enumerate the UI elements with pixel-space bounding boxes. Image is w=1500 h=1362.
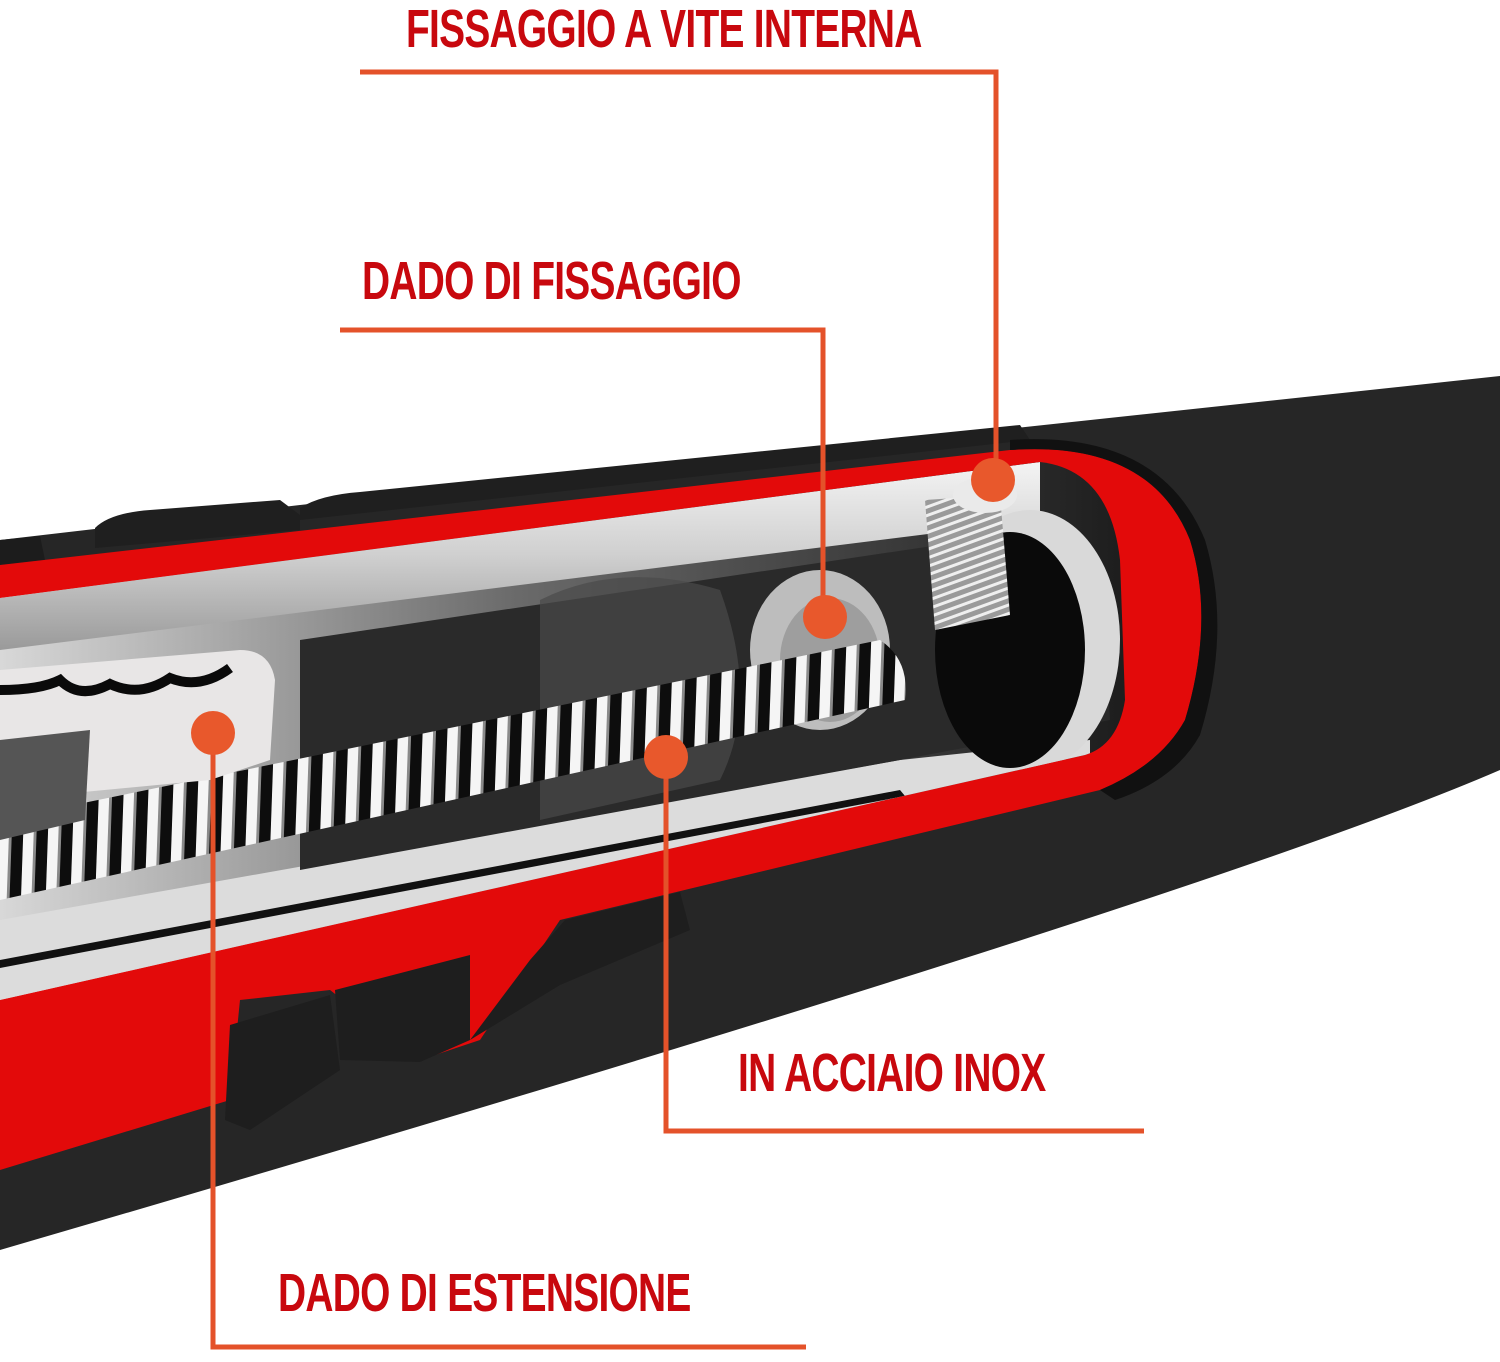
label-fixing-nut: DADO DI FISSAGGIO bbox=[362, 251, 741, 311]
callout-dot-fixing-nut bbox=[803, 595, 847, 639]
label-extension-nut: DADO DI ESTENSIONE bbox=[278, 1263, 691, 1323]
leader-line-internal-screw-fixing bbox=[360, 69, 999, 480]
label-internal-screw-fixing: FISSAGGIO A VITE INTERNA bbox=[406, 0, 922, 59]
callout-dot-extension-nut bbox=[191, 711, 235, 755]
label-stainless-steel: IN ACCIAIO INOX bbox=[738, 1043, 1046, 1103]
leader-line-stainless-steel bbox=[663, 757, 1144, 1134]
callout-dot-stainless-steel bbox=[644, 735, 688, 779]
leader-line-fixing-nut bbox=[340, 327, 826, 617]
leader-line-extension-nut bbox=[210, 733, 806, 1350]
callout-dot-internal-screw-fixing bbox=[971, 458, 1015, 502]
